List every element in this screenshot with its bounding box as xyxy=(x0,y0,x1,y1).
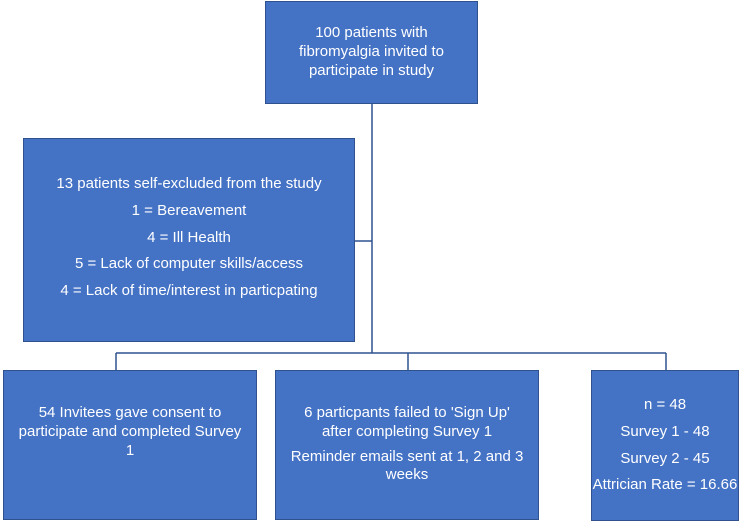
final-survey2: Survey 2 - 45 xyxy=(620,449,710,467)
failed-signup-box: 6 particpants failed to 'Sign Up' after … xyxy=(275,370,539,520)
invited-box: 100 patients with fibromyalgia invited t… xyxy=(265,1,478,104)
consent-box: 54 Invitees gave consent to participate … xyxy=(3,370,257,520)
final-n: n = 48 xyxy=(643,396,687,413)
final-attrition-rate: Attrician Rate = 16.66 xyxy=(592,476,738,494)
invited-text: 100 patients with fibromyalgia invited t… xyxy=(298,24,445,79)
final-stats-box: n = 48 Survey 1 - 48 Survey 2 - 45 Attri… xyxy=(591,370,739,521)
excluded-box: 13 patients self-excluded from the study… xyxy=(23,138,355,342)
excluded-reason-bereavement: 1 = Bereavement xyxy=(131,201,247,219)
excluded-reason-computer-skills: 5 = Lack of computer skills/access xyxy=(74,255,303,273)
consent-text: 54 Invitees gave consent to participate … xyxy=(18,404,242,459)
excluded-title: 13 patients self-excluded from the study xyxy=(56,175,322,193)
final-survey1: Survey 1 - 48 xyxy=(620,422,710,440)
excluded-reason-ill-health: 4 = Ill Health xyxy=(147,228,231,246)
excluded-reason-time-interest: 4 = Lack of time/interest in particpatin… xyxy=(60,282,318,300)
failed-signup-text: 6 particpants failed to 'Sign Up' after … xyxy=(304,404,510,440)
reminder-emails-text: Reminder emails sent at 1, 2 and 3 weeks xyxy=(290,447,524,484)
